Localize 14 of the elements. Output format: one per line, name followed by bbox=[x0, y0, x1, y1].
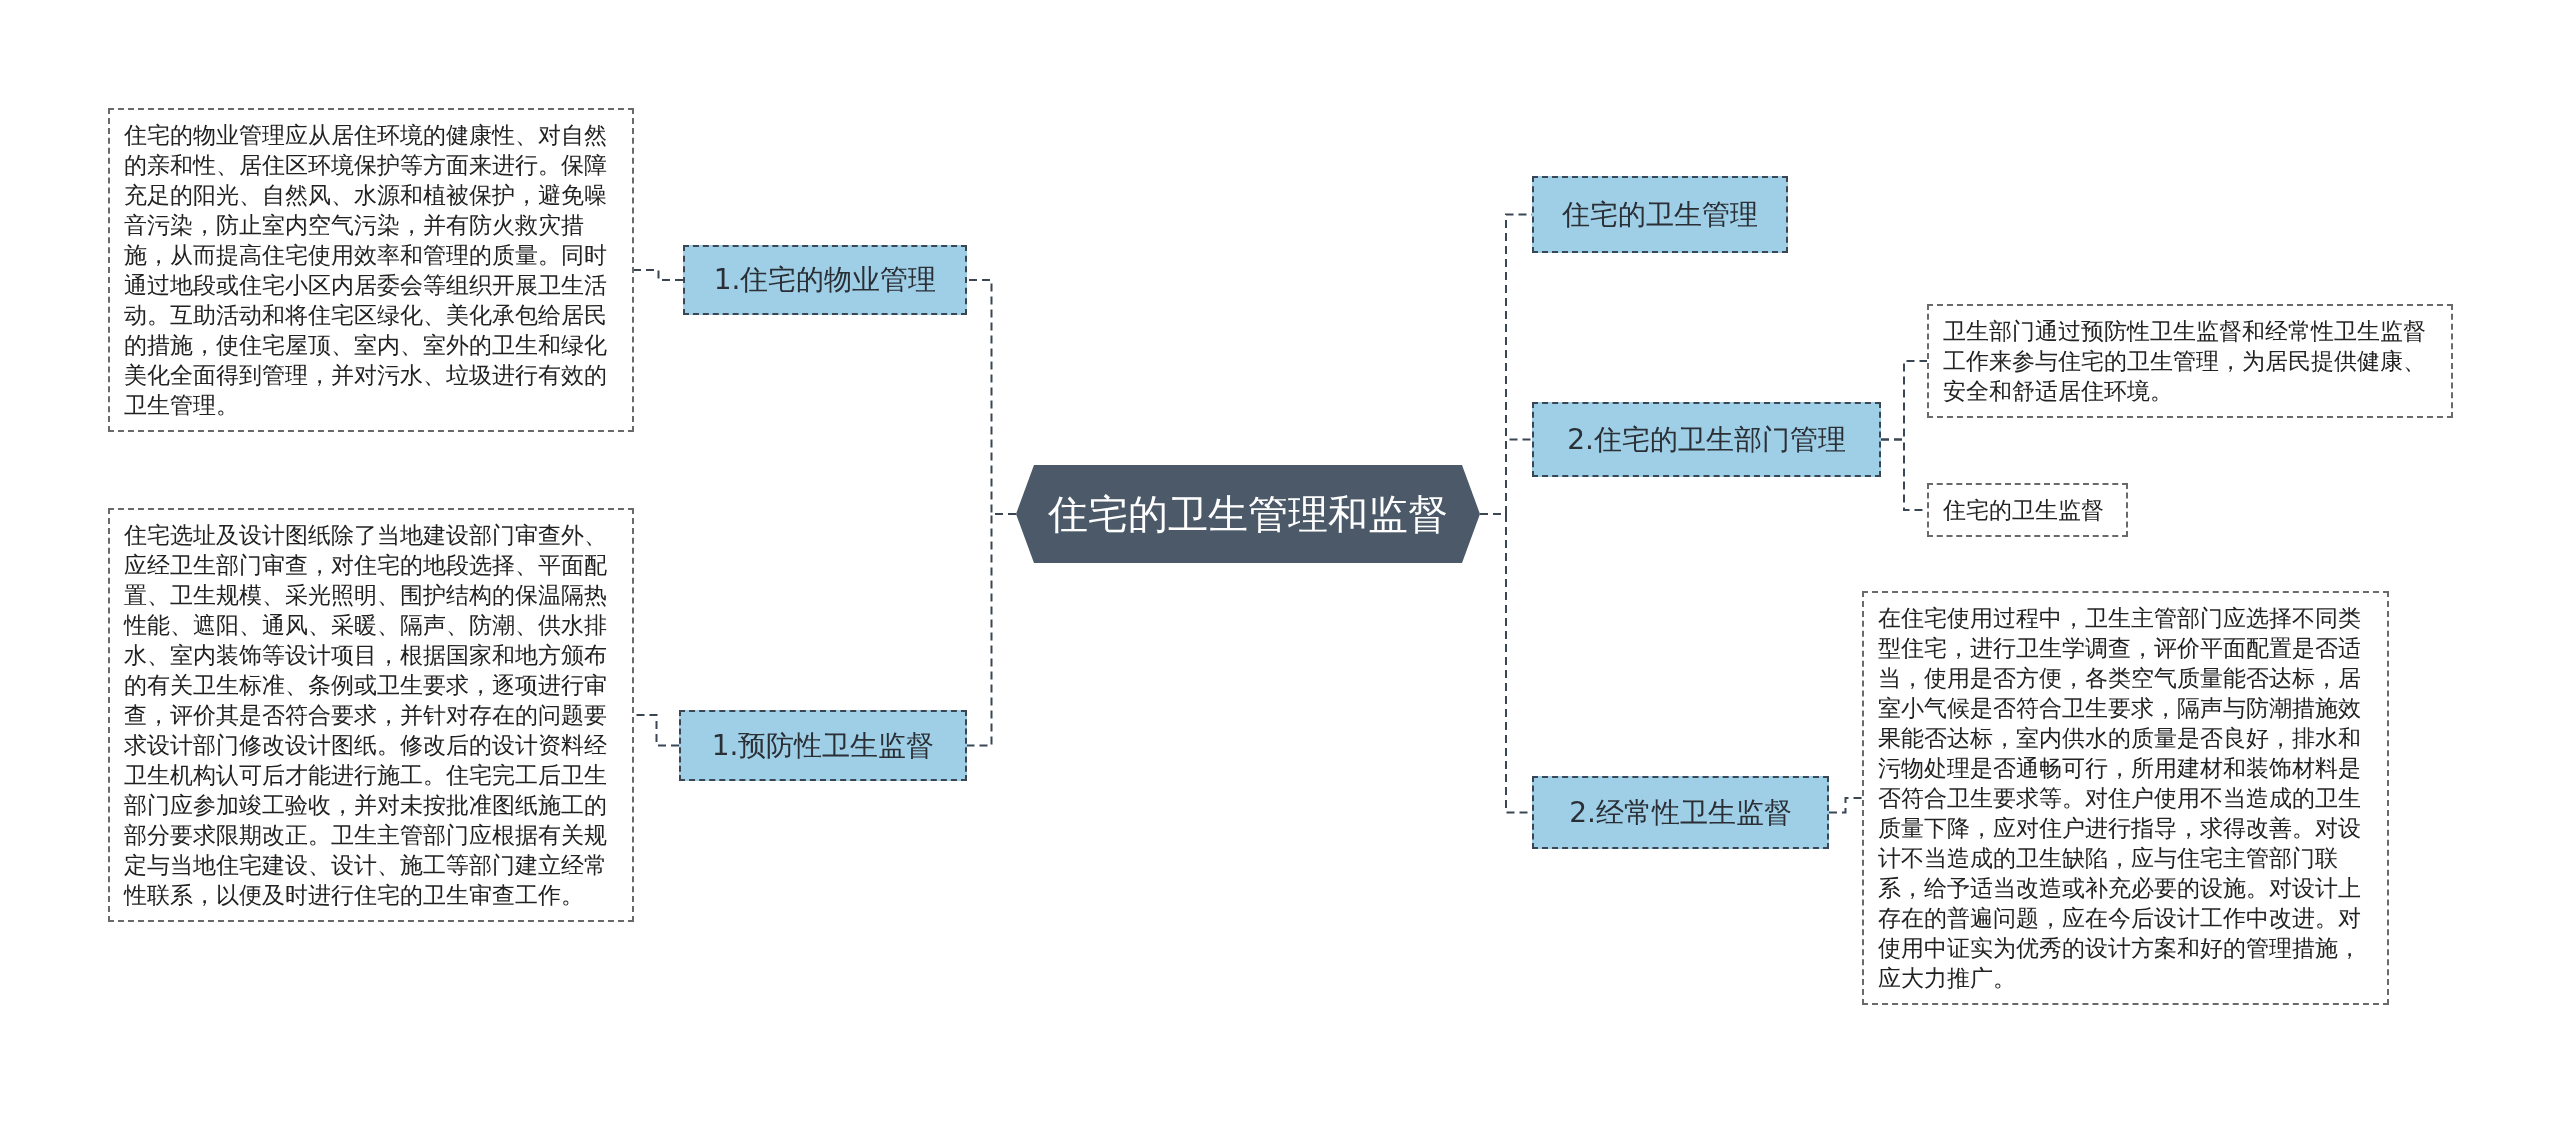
connector-line bbox=[1828, 797, 1863, 814]
connector-line bbox=[966, 513, 1017, 747]
topic-box: 2.住宅的卫生部门管理 bbox=[1532, 402, 1881, 477]
topic-box: 2.经常性卫生监督 bbox=[1532, 776, 1829, 849]
topic-box: 1.预防性卫生监督 bbox=[679, 710, 967, 781]
note-box: 在住宅使用过程中，卫生主管部门应选择不同类型住宅，进行卫生学调查，评价平面配置是否适当，使用是否方便，各类空气质量能否达标，居室小气候是否符合卫生要求，隔声与防潮措施效果能否达标，室内供水的质量是否良好，排水和污物处理是否通畅可行，所用建材和装饰材料是否符合卫生要求等。对住户使用不当造成的卫生质量下降，应对住户进行指导，求得改善。对设计不当造成的卫生缺陷，应与住宅主管部门联系，给予适当改造或补充必要的设施。对设计上存在的普遍问题，应在今后设计工作中改进。对使用中证实为优秀的设计方案和好的管理措施，应大力推广。 bbox=[1862, 591, 2389, 1005]
topic-text: 住宅的卫生管理和监督 bbox=[1048, 489, 1448, 539]
note-box: 住宅的物业管理应从居住环境的健康性、对自然的亲和性、居住区环境保护等方面来进行。保障充足的阳光、自然风、水源和植被保护，避免噪音污染，防止室内空气污染，并有防火救灾措施，从而提高住宅使用效率和管理的质量。同时通过地段或住宅小区内居委会等组织开展卫生活动。互助活动和将住宅区绿化、美化承包给居民的措施，使住宅屋顶、室内、室外的卫生和绿化美化全面得到管理，并对污水、垃圾进行有效的卫生管理。 bbox=[108, 108, 634, 432]
note-box: 住宅选址及设计图纸除了当地建设部门审查外、应经卫生部门审查，对住宅的地段选择、平面配置、卫生规模、采光照明、围护结构的保温隔热性能、遮阳、通风、采暖、隔声、防潮、供水排水、室内装饰等设计项目，根据国家和地方颁布的有关卫生标准、条例或卫生要求，逐项进行审查，评价其是否符合要求，并针对存在的问题要求设计部门修改设计图纸。修改后的设计资料经卫生机构认可后才能进行施工。住宅完工后卫生部门应参加竣工验收，并对未按批准图纸施工的部分要求限期改正。卫生主管部门应根据有关规定与当地住宅建设、设计、施工等部门建立经常性联系，以便及时进行住宅的卫生审查工作。 bbox=[108, 508, 634, 922]
note-box: 卫生部门通过预防性卫生监督和经常性卫生监督工作来参与住宅的卫生管理，为居民提供健康、安全和舒适居住环境。 bbox=[1927, 304, 2453, 418]
topic-box: 住宅的卫生管理 bbox=[1532, 176, 1788, 253]
connector-line bbox=[633, 269, 684, 281]
topic-box: 1.住宅的物业管理 bbox=[683, 245, 967, 315]
subtopic-box: 住宅的卫生监督 bbox=[1927, 483, 2128, 537]
